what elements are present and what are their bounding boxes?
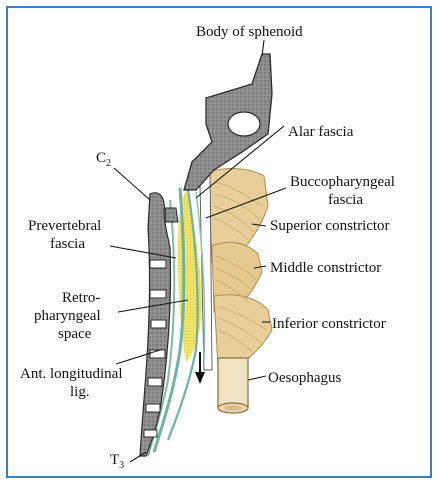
label-ant-longitudinal-line1: Ant. longitudinal: [20, 366, 123, 382]
label-buccopharyngeal-line2: fascia: [328, 192, 363, 208]
label-retro-line2: pharyngeal: [34, 308, 101, 324]
oesophagus-tube: [217, 357, 249, 414]
label-body-of-sphenoid: Body of sphenoid: [196, 24, 303, 40]
pharyngeal-constrictors: [207, 168, 273, 367]
label-prevertebral-line2: fascia: [50, 236, 85, 252]
down-arrow-icon: [195, 352, 205, 384]
label-t3: T3: [110, 452, 124, 471]
label-buccopharyngeal-line1: Buccopharyngeal: [290, 174, 395, 190]
vertebral-column: [139, 192, 179, 457]
label-retro-line1: Retro-: [62, 290, 100, 306]
label-c2: C2: [96, 150, 111, 169]
buccopharyngeal-fascia-strip: [199, 170, 213, 371]
label-oesophagus: Oesophagus: [268, 370, 341, 386]
body-of-sphenoid-bone: [183, 53, 273, 191]
leader-lines: [109, 39, 287, 463]
label-superior-constrictor: Superior constrictor: [270, 218, 390, 234]
label-alar-fascia: Alar fascia: [288, 124, 354, 140]
label-ant-longitudinal-line2: lig.: [70, 384, 90, 400]
label-prevertebral-line1: Prevertebral: [28, 218, 101, 234]
label-middle-constrictor: Middle constrictor: [270, 260, 381, 276]
label-retro-line3: space: [58, 326, 92, 342]
label-inferior-constrictor: Inferior constrictor: [272, 316, 386, 332]
